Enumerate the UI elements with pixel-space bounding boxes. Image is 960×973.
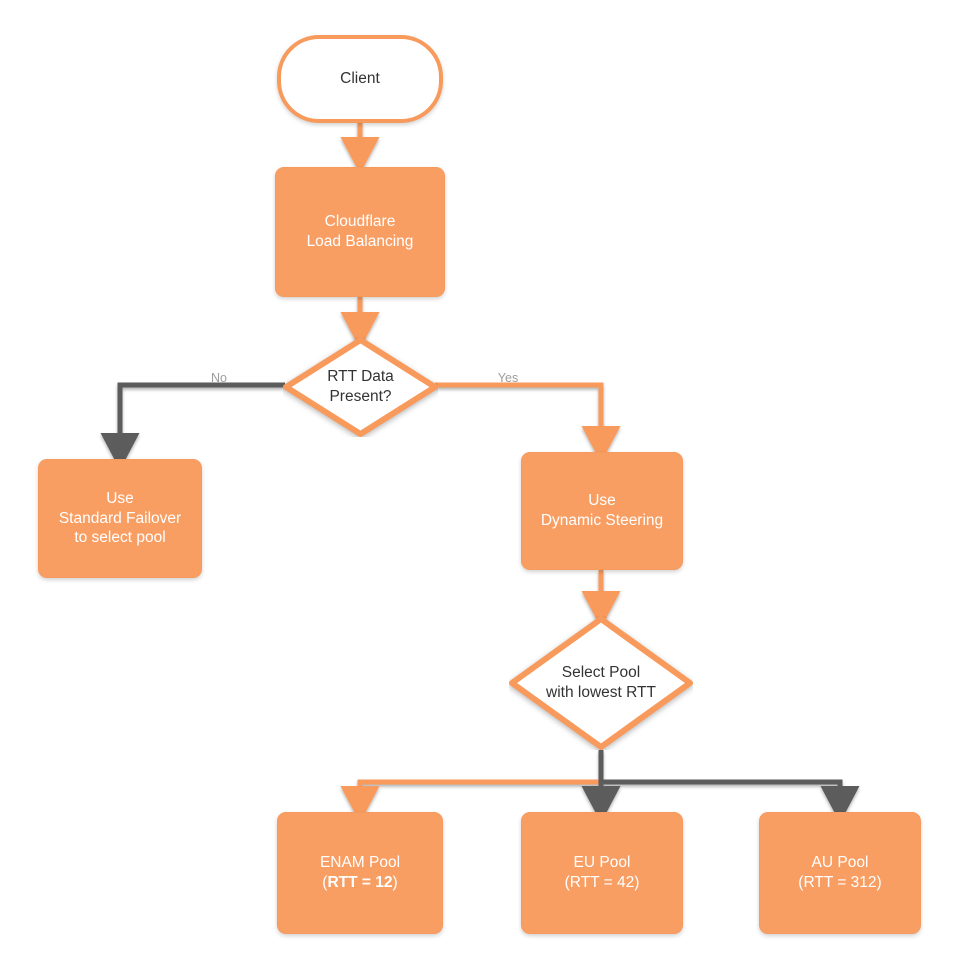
node-au-text: AU Pool (RTT = 312) [798,853,881,893]
node-enam-rtt-value: RTT = 12 [327,874,393,891]
node-eu-pool[interactable]: EU Pool (RTT = 42) [521,812,683,934]
node-lb-text: Cloudflare Load Balancing [307,212,414,252]
edge-rtt-yes-to-dynamic [435,382,621,464]
edge-label-no: No [211,371,227,385]
node-enam-text: ENAM Pool (RTT = 12) [320,853,400,893]
node-failover-line3: to select pool [74,529,166,547]
node-client[interactable]: Client [277,35,443,123]
node-au-paren-open: ( [798,874,804,891]
node-client-label: Client [340,70,380,88]
node-failover-line2: Standard Failover [58,509,182,527]
node-au-paren-close: ) [876,874,882,891]
node-lb-line2: Load Balancing [306,233,414,250]
node-rtt-line2: Present? [329,388,392,405]
node-dynamic-text: Use Dynamic Steering [541,491,663,531]
node-rtt-line1: RTT Data [327,368,394,386]
edge-selectpool-to-enam [340,750,604,824]
node-failover-text: Use Standard Failover to select pool [59,489,181,548]
node-enam-name: ENAM Pool [319,854,401,872]
node-select-pool-text: Select Pool with lowest RTT [546,663,656,703]
node-eu-paren-close: ) [634,874,640,891]
node-select-pool-lowest-rtt[interactable]: Select Pool with lowest RTT [509,616,693,750]
node-enam-rtt: (RTT = 12) [320,873,400,893]
node-eu-name: EU Pool [573,854,631,872]
node-eu-rtt: (RTT = 42) [565,873,640,893]
node-dynamic-line2: Dynamic Steering [540,512,664,529]
rtt-diamond-shape [283,337,438,437]
node-au-name: AU Pool [811,854,869,872]
edge-selectpool-to-au [601,779,860,824]
node-enam-paren-close: ) [392,874,398,891]
node-lb-line1: Cloudflare [324,213,396,231]
edge-label-yes: Yes [497,371,519,385]
node-au-pool[interactable]: AU Pool (RTT = 312) [759,812,921,934]
node-rtt-data-present[interactable]: RTT Data Present? [283,337,438,437]
node-dynamic-line1: Use [588,492,616,510]
node-enam-pool[interactable]: ENAM Pool (RTT = 12) [277,812,443,934]
node-cloudflare-load-balancing[interactable]: Cloudflare Load Balancing [275,167,445,297]
node-au-rtt-value: RTT = 312 [803,874,877,891]
node-au-rtt: (RTT = 312) [798,873,881,893]
select-pool-diamond-shape [509,616,693,750]
node-rtt-text: RTT Data Present? [327,367,394,407]
edge-rtt-no-to-failover [100,382,285,471]
node-eu-paren-open: ( [564,874,570,891]
node-standard-failover[interactable]: Use Standard Failover to select pool [38,459,202,578]
node-eu-rtt-value: RTT = 42 [569,874,635,891]
node-eu-text: EU Pool (RTT = 42) [565,853,640,893]
node-dynamic-steering[interactable]: Use Dynamic Steering [521,452,683,570]
node-select-pool-line2: with lowest RTT [546,684,656,701]
node-select-pool-line1: Select Pool [561,664,641,682]
node-failover-line1: Use [106,489,134,507]
node-enam-paren-open: ( [322,874,328,891]
